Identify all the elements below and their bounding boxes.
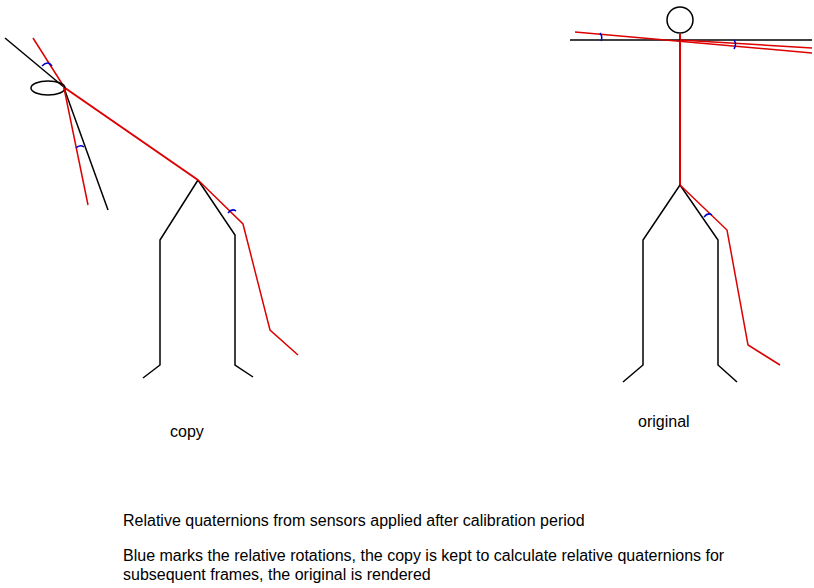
arm-reference xyxy=(5,38,65,88)
arm xyxy=(575,32,812,53)
rotation-mark xyxy=(228,210,236,213)
rotation-mark xyxy=(76,146,84,148)
caption-line: Relative quaternions from sensors applie… xyxy=(123,511,803,530)
left-leg xyxy=(623,185,680,382)
torso xyxy=(679,34,681,185)
arm xyxy=(680,40,812,48)
arm xyxy=(64,88,88,205)
rotation-mark xyxy=(600,33,602,41)
torso xyxy=(65,88,198,180)
rotation-mark xyxy=(704,214,712,217)
arm-reference xyxy=(64,88,108,210)
figure-label: original xyxy=(638,412,778,431)
caption-line: Blue marks the relative rotations, the c… xyxy=(123,546,809,584)
rotated-leg xyxy=(680,185,780,365)
rotated-leg xyxy=(198,180,298,355)
figure-label: copy xyxy=(170,422,290,441)
head xyxy=(31,81,65,95)
right-leg xyxy=(680,185,737,382)
rotation-mark xyxy=(42,63,52,66)
right-leg xyxy=(198,180,253,377)
left-leg xyxy=(143,180,198,378)
head xyxy=(667,7,693,33)
rotation-mark xyxy=(734,40,736,49)
